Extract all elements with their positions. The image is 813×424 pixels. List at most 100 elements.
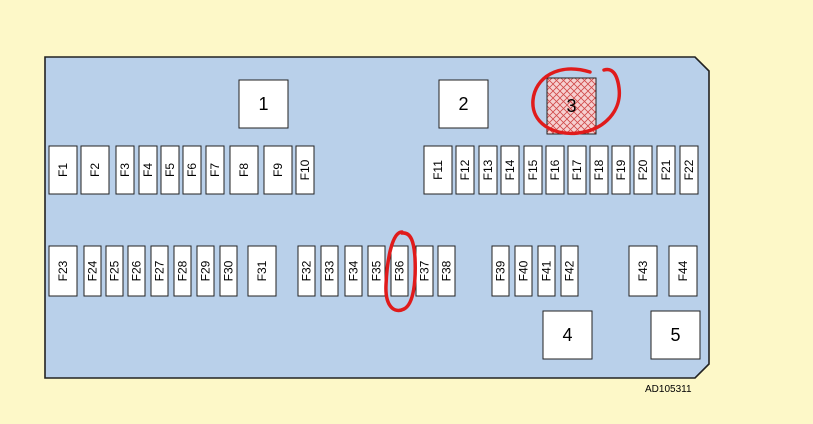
- fuse-label: F4: [141, 163, 155, 177]
- fuse-f32: F32: [297, 245, 316, 297]
- fuse-slot: [297, 245, 316, 297]
- fuse-label: F36: [393, 260, 407, 281]
- fuse-slot: [127, 245, 146, 297]
- fuse-label: F42: [563, 260, 577, 281]
- fuse-f42: F42: [560, 245, 579, 297]
- fuse-slot: [437, 245, 456, 297]
- fuse-slot: [160, 145, 180, 195]
- fuse-label: F6: [185, 163, 199, 177]
- fuse-slot: [83, 245, 102, 297]
- diagram-reference-code: AD105311: [645, 384, 692, 395]
- fuse-label: F37: [418, 260, 432, 281]
- fuse-f24: F24: [83, 245, 102, 297]
- fuse-slot: [491, 245, 510, 297]
- fuse-slot: [514, 245, 533, 297]
- fuse-slot: [668, 245, 698, 297]
- fuse-panel: [44, 56, 710, 379]
- relay-label: 3: [566, 96, 576, 116]
- relay-box: [542, 310, 593, 360]
- fuse-label: F16: [548, 159, 562, 180]
- fuse-f31: F31: [247, 245, 277, 297]
- fuse-f22: F22: [679, 145, 699, 195]
- fuse-label: F39: [494, 260, 508, 281]
- fuse-f28: F28: [173, 245, 192, 297]
- fuse-f44: F44: [668, 245, 698, 297]
- fuse-slot: [182, 145, 202, 195]
- fuse-label: F33: [323, 260, 337, 281]
- fuse-label: F28: [176, 260, 190, 281]
- fuse-slot: [196, 245, 215, 297]
- fuse-f4: F4: [138, 145, 158, 195]
- fuse-f26: F26: [127, 245, 146, 297]
- relay-3: 3: [546, 77, 597, 135]
- fuse-label: F38: [440, 260, 454, 281]
- fuse-slot: [320, 245, 339, 297]
- fuse-f20: F20: [633, 145, 653, 195]
- fuse-slot: [656, 145, 676, 195]
- relay-box: [650, 310, 701, 360]
- fuse-f12: F12: [455, 145, 475, 195]
- relay-label: 2: [458, 94, 468, 114]
- fuse-slot: [478, 145, 498, 195]
- fuse-f30: F30: [219, 245, 238, 297]
- fuse-slot: [390, 245, 409, 297]
- fuse-slot: [523, 145, 543, 195]
- fuse-f16: F16: [545, 145, 565, 195]
- fuse-f29: F29: [196, 245, 215, 297]
- fuse-f8: F8: [229, 145, 259, 195]
- fuse-f21: F21: [656, 145, 676, 195]
- fuse-f6: F6: [182, 145, 202, 195]
- fuse-slot: [633, 145, 653, 195]
- fuse-label: F41: [540, 260, 554, 281]
- fuse-f2: F2: [80, 145, 110, 195]
- highlight-circle-fuse-f36: [384, 230, 417, 313]
- fuse-label: F23: [56, 260, 70, 281]
- fuse-f11: F11: [423, 145, 453, 195]
- fuse-f37: F37: [415, 245, 434, 297]
- fuse-slot: [367, 245, 386, 297]
- fuse-label: F17: [570, 159, 584, 180]
- relay-label: 5: [670, 325, 680, 345]
- fuse-label: F43: [636, 260, 650, 281]
- fuse-label: F24: [86, 260, 100, 281]
- fuse-f41: F41: [537, 245, 556, 297]
- fuse-f35: F35: [367, 245, 386, 297]
- relay-2: 2: [438, 79, 489, 129]
- fuse-label: F12: [458, 159, 472, 180]
- fuse-slot: [115, 145, 135, 195]
- fuse-label: F14: [503, 159, 517, 180]
- fuse-f43: F43: [628, 245, 658, 297]
- fuse-label: F20: [636, 159, 650, 180]
- relay-4: 4: [542, 310, 593, 360]
- fuse-label: F29: [199, 260, 213, 281]
- fuse-f13: F13: [478, 145, 498, 195]
- fuse-label: F11: [431, 160, 445, 180]
- fuse-label: F32: [300, 260, 314, 281]
- fuse-label: F35: [370, 260, 384, 281]
- fuse-label: F21: [659, 159, 673, 180]
- fuse-slot: [138, 145, 158, 195]
- fuse-f34: F34: [344, 245, 363, 297]
- fuse-slot: [105, 245, 124, 297]
- relay-1: 1: [238, 79, 289, 129]
- highlight-group: [384, 67, 622, 313]
- fuse-slot: [80, 145, 110, 195]
- fuse-slot: [150, 245, 169, 297]
- fuse-label: F31: [255, 260, 269, 281]
- fuse-label: F30: [222, 260, 236, 281]
- fuse-f7: F7: [205, 145, 225, 195]
- fuse-f39: F39: [491, 245, 510, 297]
- relay-box: [238, 79, 289, 129]
- fuse-label: F34: [347, 260, 361, 281]
- fuse-slot: [48, 245, 78, 297]
- fuse-slot: [173, 245, 192, 297]
- fuse-label: F18: [592, 159, 606, 180]
- fuse-f38: F38: [437, 245, 456, 297]
- fuse-label: F22: [682, 159, 696, 180]
- fuse-slot: [679, 145, 699, 195]
- fuse-label: F26: [130, 260, 144, 281]
- relay-5: 5: [650, 310, 701, 360]
- fuse-label: F8: [237, 163, 251, 177]
